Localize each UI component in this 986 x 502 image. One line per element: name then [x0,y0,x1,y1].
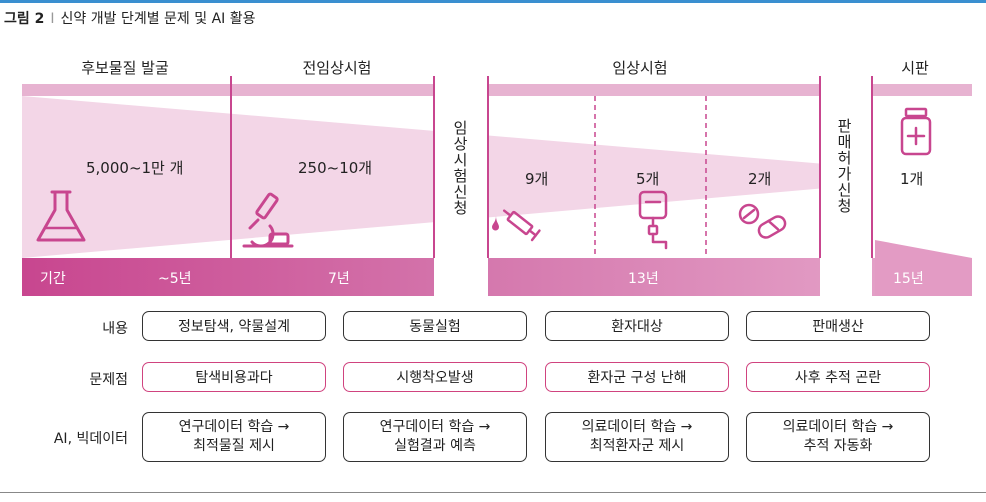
problem-box-clinical: 환자군 구성 난해 [545,362,729,392]
top-rule [0,0,986,3]
pills-icon [738,203,787,239]
count-discovery: 5,000~1만 개 [86,159,184,177]
count-phase1: 9개 [525,170,549,188]
count-market: 1개 [900,170,924,188]
syringe-icon [492,209,541,242]
ai-box-line: 의료데이터 학습 → [782,419,894,436]
figure-label: 그림 2 [4,11,45,27]
microscope-icon [242,192,294,248]
market-triangle [875,240,972,296]
count-phase2: 5개 [636,170,660,188]
iv-bag-icon [638,190,668,250]
count-phase3: 2개 [748,170,772,188]
timeline-bar [22,258,972,296]
ai-box-line: 연구데이터 학습 → [178,419,290,436]
flask-icon [36,190,86,242]
period-discovery: ~5년 [158,271,192,287]
period-label: 기간 [40,271,66,287]
ai-box-preclinical: 연구데이터 학습 → 실험결과 예측 [343,412,527,462]
phase-clinical: 임상시험 [612,59,668,77]
medicine-bottle-icon [900,107,932,156]
sales-application-gap [820,84,872,296]
row-label-ai: AI, 빅데이터 [53,431,128,447]
bottom-rule [0,492,986,493]
phase-market: 시판 [901,59,929,77]
ai-box-line: 최적환자군 제시 [589,438,685,454]
row-label-content: 내용 [102,321,128,337]
ai-box-line: 최적물질 제시 [193,438,275,454]
clinical-application-gap [434,84,488,296]
ai-box-line: 의료데이터 학습 → [581,419,693,436]
figure-separator: I [50,11,55,27]
figure-title: 그림 2 I 신약 개발 단계별 문제 및 AI 활용 [4,8,256,28]
header-band [22,84,972,96]
ai-box-market: 의료데이터 학습 → 추적 자동화 [746,412,930,462]
ai-box-discovery: 연구데이터 학습 → 최적물질 제시 [142,412,326,462]
problem-box-discovery: 탐색비용과다 [142,362,326,392]
figure-title-text: 신약 개발 단계별 문제 및 AI 활용 [60,11,256,27]
ai-box-line: 추적 자동화 [803,438,873,454]
content-box-clinical: 환자대상 [545,311,729,341]
content-box-preclinical: 동물실험 [343,311,527,341]
period-preclinical: 7년 [328,271,350,287]
clinical-application-label: 임상시험신청 [451,120,469,216]
problem-box-market: 사후 추적 곤란 [746,362,930,392]
count-preclinical: 250~10개 [298,159,373,177]
development-funnel-diagram [22,76,972,296]
phase-discovery: 후보물질 발굴 [81,59,169,77]
content-box-market: 판매생산 [746,311,930,341]
ai-box-line: 연구데이터 학습 → [379,419,491,436]
period-market: 15년 [893,271,924,287]
phase-preclinical: 전임상시험 [302,59,372,77]
ai-box-line: 실험결과 예측 [394,438,476,454]
sales-application-label: 판매허가신청 [835,118,853,214]
row-label-problem: 문제점 [89,372,128,388]
content-box-discovery: 정보탐색, 약물설계 [142,311,326,341]
ai-box-clinical: 의료데이터 학습 → 최적환자군 제시 [545,412,729,462]
period-clinical: 13년 [628,271,659,287]
problem-box-preclinical: 시행착오발생 [343,362,527,392]
